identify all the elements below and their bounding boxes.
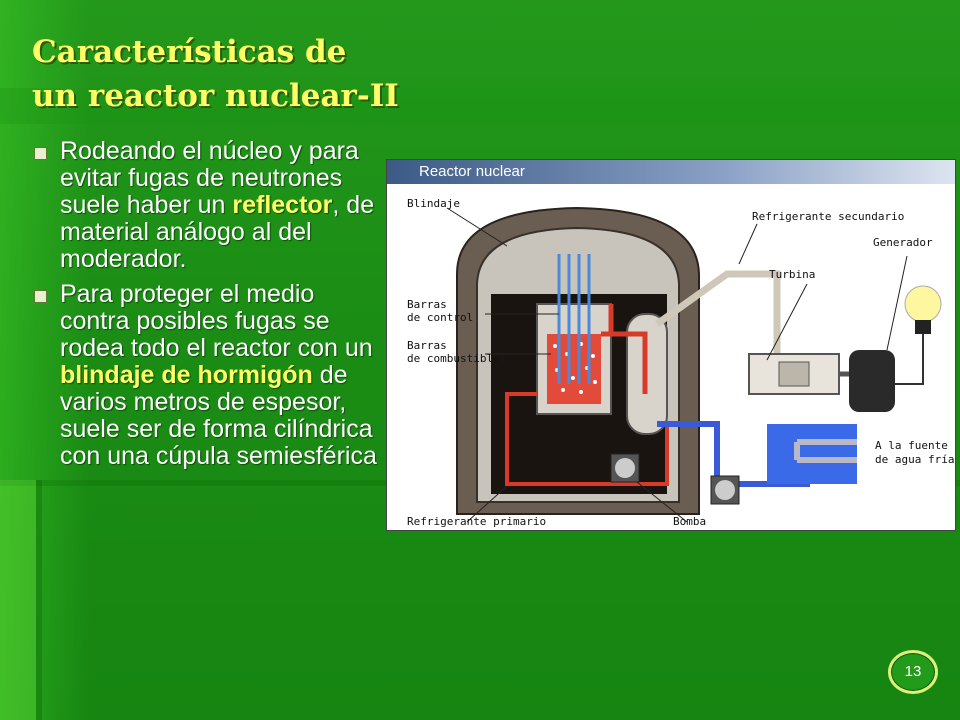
label-bomba: Bomba bbox=[673, 515, 706, 528]
bulb-base bbox=[915, 320, 931, 334]
slide-title: Características de un reactor nuclear-II bbox=[32, 30, 399, 118]
square-bullet-icon bbox=[34, 147, 47, 160]
bullet-highlight: blindaje de hormigón bbox=[60, 361, 313, 389]
bullet-list: Rodeando el núcleo y para evitar fugas d… bbox=[30, 138, 380, 478]
bullet-highlight: reflector bbox=[232, 191, 333, 219]
light-bulb-icon bbox=[904, 285, 942, 323]
slide-title-line-1: Características de bbox=[32, 34, 347, 70]
square-bullet-icon bbox=[34, 290, 47, 303]
label-barras-combustible-2: de combustible bbox=[407, 352, 500, 365]
turbine-core bbox=[778, 361, 810, 387]
pump-rotor bbox=[615, 458, 635, 478]
label-refrigerante-secundario: Refrigerante secundario bbox=[752, 210, 904, 223]
diagram-header: Reactor nuclear bbox=[387, 160, 955, 184]
primary-coolant-return bbox=[505, 392, 669, 486]
decorative-band bbox=[0, 480, 36, 720]
bullet-item-reflector: Rodeando el núcleo y para evitar fugas d… bbox=[30, 138, 380, 273]
bullet-text: Rodeando el núcleo y para evitar fugas d… bbox=[60, 137, 359, 219]
slide-title-line-2: un reactor nuclear-II bbox=[32, 78, 399, 114]
secondary-coolant-loop bbox=[654, 270, 781, 384]
generator bbox=[849, 350, 895, 412]
label-refrigerante-primario: Refrigerante primario bbox=[407, 515, 546, 528]
pump-rotor bbox=[715, 480, 735, 500]
bullet-text: Para proteger el medio contra posibles f… bbox=[60, 280, 373, 362]
label-barras-control-1: Barras bbox=[407, 298, 447, 311]
label-agua-fria-1: A la fuente bbox=[875, 439, 948, 452]
label-turbina: Turbina bbox=[769, 268, 815, 281]
label-blindaje: Blindaje bbox=[407, 197, 460, 210]
label-barras-control-2: de control bbox=[407, 311, 473, 324]
decorative-line bbox=[36, 480, 42, 720]
power-line bbox=[895, 334, 924, 385]
reactor-diagram: Reactor nuclear bbox=[386, 159, 956, 531]
control-rods bbox=[557, 254, 591, 384]
label-leader-lines bbox=[446, 207, 908, 523]
label-generador: Generador bbox=[873, 236, 933, 249]
bullet-text: de varios metros de espesor, suele ser d… bbox=[60, 361, 377, 470]
cooling-water-pipe bbox=[794, 439, 857, 463]
page-number-badge: 13 bbox=[888, 650, 938, 694]
label-agua-fria-2: de agua fría bbox=[875, 453, 954, 466]
bullet-item-blindaje: Para proteger el medio contra posibles f… bbox=[30, 281, 380, 470]
label-barras-combustible-1: Barras bbox=[407, 339, 447, 352]
reactor-diagram-drawing: Blindaje Refrigerante secundario Generad… bbox=[407, 197, 954, 528]
condenser bbox=[767, 424, 857, 484]
decorative-band bbox=[0, 88, 960, 124]
bullet-text: , de material análogo al del moderador. bbox=[60, 191, 375, 273]
primary-coolant-loop bbox=[601, 304, 648, 394]
